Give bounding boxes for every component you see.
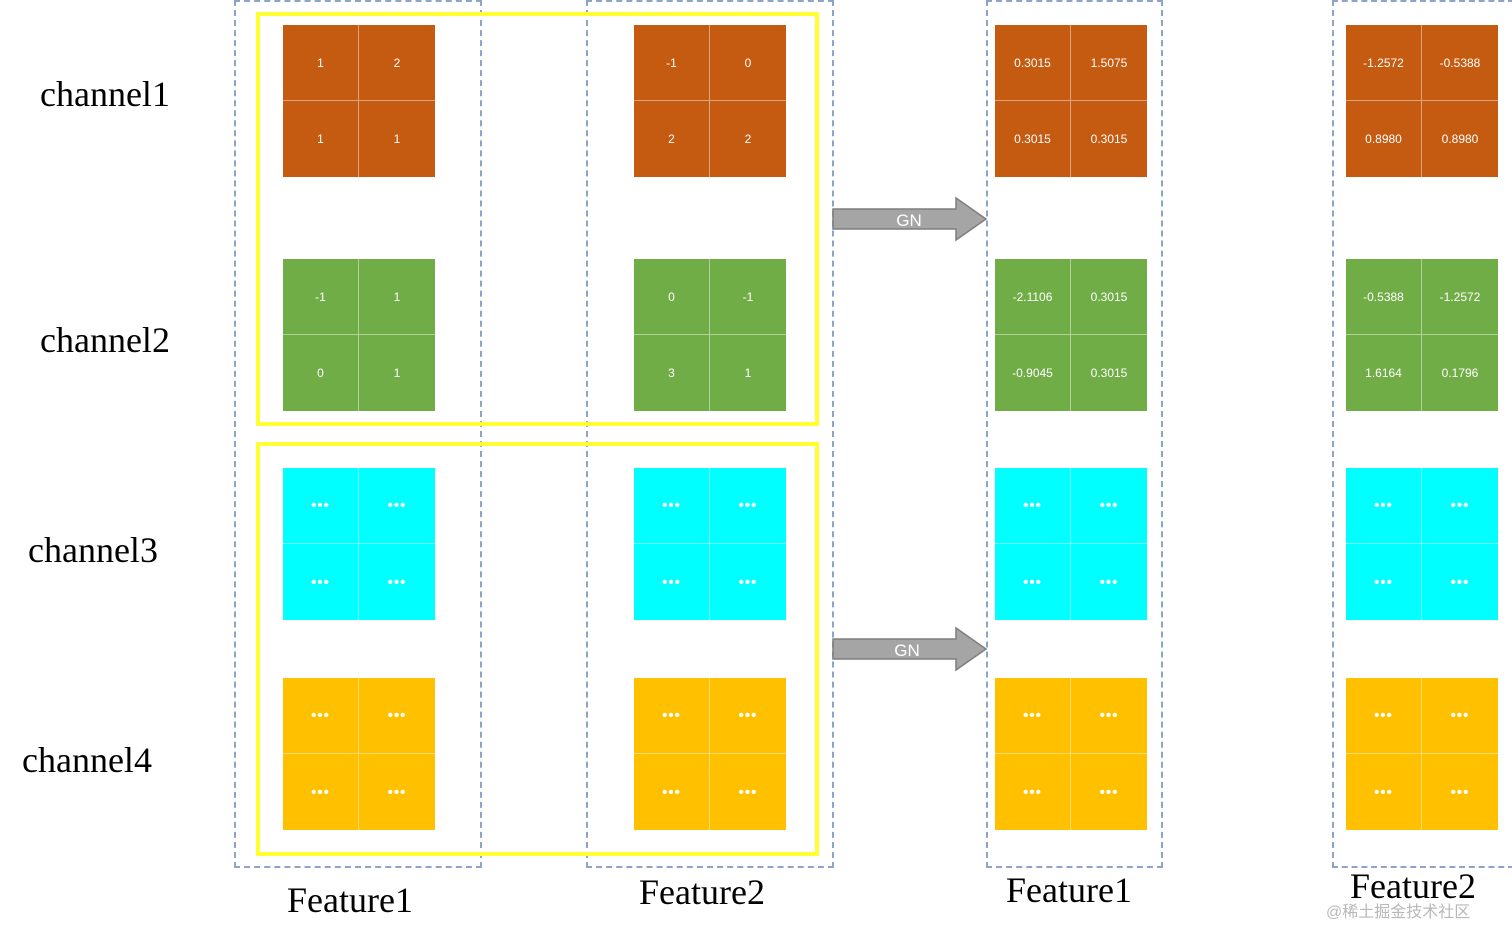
matrix-cell: 0: [283, 335, 359, 411]
matrix-cell: 1: [744, 366, 752, 380]
matrix-cell: 1: [393, 366, 401, 380]
group1-box: [256, 12, 819, 426]
input-feature2-channel3-grid: ••••••••••••: [634, 468, 786, 620]
matrix-cell: 0: [710, 25, 786, 101]
output-feature2-column: [1332, 0, 1512, 868]
matrix-cell: •••: [1099, 573, 1119, 591]
matrix-cell: •••: [1071, 678, 1147, 754]
matrix-cell: •••: [710, 468, 786, 544]
matrix-cell: -2.1106: [995, 259, 1071, 335]
matrix-cell: •••: [1346, 468, 1422, 544]
matrix-cell: 0.3015: [1090, 132, 1128, 146]
matrix-cell: -0.9045: [995, 335, 1071, 411]
matrix-cell: •••: [710, 678, 786, 754]
matrix-cell: 0.3015: [995, 25, 1071, 101]
gn-arrow-2-label: GN: [894, 641, 920, 660]
output-feature2-label: Feature2: [1350, 866, 1476, 906]
channel-label-3: channel3: [28, 530, 158, 570]
output-feature1-column: [986, 0, 1163, 868]
matrix-cell: •••: [1422, 678, 1498, 754]
matrix-cell: •••: [634, 678, 710, 754]
matrix-cell: 0.3015: [995, 101, 1071, 177]
input-feature1-channel3-grid: ••••••••••••: [283, 468, 435, 620]
matrix-cell: •••: [995, 544, 1071, 620]
matrix-cell: 1: [393, 132, 401, 146]
matrix-cell: •••: [1346, 678, 1422, 754]
matrix-cell: 1.6164: [1346, 335, 1422, 411]
matrix-cell: •••: [283, 754, 359, 830]
matrix-cell: 0.3015: [1090, 366, 1128, 380]
output-feature1-label: Feature1: [1006, 870, 1132, 910]
input-feature1-column: [234, 0, 482, 868]
matrix-cell: 0.3015: [1071, 259, 1147, 335]
matrix-cell: 2: [744, 132, 752, 146]
matrix-cell: -1: [710, 259, 786, 335]
matrix-cell: •••: [738, 573, 758, 591]
matrix-cell: 2: [634, 101, 710, 177]
matrix-cell: -0.5388: [1422, 25, 1498, 101]
channel-label-4: channel4: [22, 740, 152, 780]
input-feature2-label: Feature2: [639, 872, 765, 912]
matrix-cell: 0.8980: [1441, 132, 1479, 146]
output-feature2-channel3-grid: ••••••••••••: [1346, 468, 1498, 620]
matrix-cell: •••: [387, 783, 407, 801]
matrix-cell: •••: [359, 468, 435, 544]
output-feature2-channel4-grid: ••••••••••••: [1346, 678, 1498, 830]
input-feature1-label: Feature1: [287, 880, 413, 920]
matrix-cell: •••: [634, 544, 710, 620]
matrix-cell: •••: [1422, 468, 1498, 544]
matrix-cell: •••: [634, 468, 710, 544]
matrix-cell: •••: [1071, 468, 1147, 544]
matrix-cell: 1: [283, 101, 359, 177]
matrix-cell: •••: [1450, 573, 1470, 591]
matrix-cell: -0.5388: [1346, 259, 1422, 335]
output-feature1-channel4-grid: ••••••••••••: [995, 678, 1147, 830]
matrix-cell: •••: [738, 783, 758, 801]
matrix-cell: 3: [634, 335, 710, 411]
matrix-cell: •••: [1346, 754, 1422, 830]
matrix-cell: -1.2572: [1346, 25, 1422, 101]
matrix-cell: -1: [634, 25, 710, 101]
matrix-cell: •••: [1450, 783, 1470, 801]
input-feature1-channel4-grid: ••••••••••••: [283, 678, 435, 830]
matrix-cell: 0.1796: [1441, 366, 1479, 380]
matrix-cell: 0.8980: [1346, 101, 1422, 177]
matrix-cell: -1.2572: [1422, 259, 1498, 335]
matrix-cell: •••: [283, 678, 359, 754]
matrix-cell: •••: [1346, 544, 1422, 620]
group2-box: [256, 442, 819, 856]
gn-arrow-1-label: GN: [896, 211, 922, 230]
matrix-cell: •••: [634, 754, 710, 830]
matrix-cell: •••: [387, 573, 407, 591]
input-feature2-column: [586, 0, 834, 868]
gn-arrow-1: GN: [832, 196, 988, 242]
matrix-cell: •••: [995, 754, 1071, 830]
matrix-cell: •••: [283, 544, 359, 620]
matrix-cell: •••: [995, 468, 1071, 544]
channel-label-1: channel1: [40, 74, 170, 114]
input-feature2-channel4-grid: ••••••••••••: [634, 678, 786, 830]
matrix-cell: •••: [995, 678, 1071, 754]
matrix-cell: 1: [359, 259, 435, 335]
matrix-cell: •••: [359, 678, 435, 754]
matrix-cell: 2: [359, 25, 435, 101]
gn-arrow-2: GN: [832, 626, 988, 672]
matrix-cell: •••: [1099, 783, 1119, 801]
matrix-cell: 1.5075: [1071, 25, 1147, 101]
matrix-cell: -1: [283, 259, 359, 335]
channel-label-2: channel2: [40, 320, 170, 360]
output-feature1-channel3-grid: ••••••••••••: [995, 468, 1147, 620]
matrix-cell: 1: [283, 25, 359, 101]
matrix-cell: 0: [634, 259, 710, 335]
matrix-cell: •••: [283, 468, 359, 544]
watermark: @稀土掘金技术社区: [1326, 904, 1471, 921]
